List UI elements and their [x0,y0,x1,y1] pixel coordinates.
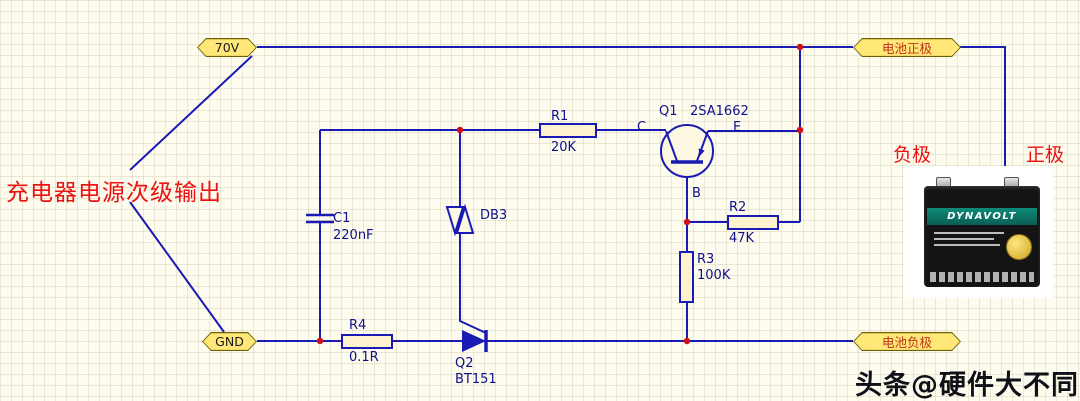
q1-value: 2SA1662 [690,104,749,119]
wire-db3-branch[interactable] [459,130,487,334]
resistor-r4-body[interactable] [341,334,393,349]
junction-dot [683,337,691,345]
callout-line-top [129,55,253,171]
wire-battery-positive[interactable] [960,46,1006,184]
c1-value: 220nF [333,228,374,243]
port-70v-label: 70V [214,40,240,55]
port-battery-positive-label: 电池正极 [881,41,932,56]
port-shape-fill [854,333,960,350]
port-shape-fill [198,39,256,56]
charger-output-heading: 充电器电源次级输出 [6,180,222,205]
port-gnd[interactable]: GND [202,332,257,351]
q1-pin-b-label: B [692,186,701,201]
battery-positive-terminal-label: 正极 [1026,145,1065,166]
scr-q2-triangle[interactable] [462,330,486,352]
resistor-r3-body[interactable] [679,251,694,303]
junction-dot [796,43,804,51]
callout-line-bottom [129,201,225,333]
diac-db3-symbol[interactable] [445,203,475,237]
resistor-r2-body[interactable] [727,215,779,230]
junction-dot [796,126,804,134]
battery-label-line [934,238,994,240]
r2-value: 47K [729,231,755,246]
r2-designator: R2 [729,200,747,215]
battery-small-print [930,272,1034,282]
q1-pin-c-label: C [637,120,647,135]
port-70v[interactable]: 70V [197,38,257,57]
db3-designator: DB3 [480,208,508,223]
q1-pin-e-label: E [733,120,742,135]
battery-label-line [934,232,1004,234]
junction-dot [316,337,324,345]
port-battery-positive[interactable]: 电池正极 [853,38,961,57]
port-shape-fill [203,333,256,350]
r1-designator: R1 [551,109,569,124]
battery-brand-band: DYNAVOLT [927,208,1037,225]
battery-image: DYNAVOLT [903,166,1053,298]
battery-label-line [934,244,1000,246]
resistor-r1-body[interactable] [539,123,597,138]
q1-designator: Q1 [659,104,678,119]
r1-value: 20K [551,140,577,155]
r3-value: 100K [697,268,731,283]
battery-body: DYNAVOLT [924,186,1040,287]
junction-dot [456,126,464,134]
transistor-q1-emitter-lead [696,130,709,162]
transistor-q1-body[interactable] [660,124,714,178]
port-battery-negative-label: 电池负极 [881,335,932,350]
r4-designator: R4 [349,318,367,333]
battery-brand-text: DYNAVOLT [947,211,1017,222]
r4-value: 0.1R [349,350,379,365]
battery-negative-terminal-label: 负极 [893,145,932,166]
c1-designator: C1 [333,211,351,226]
capacitor-c1-plates[interactable] [306,213,334,224]
transistor-q1-collector-lead [665,130,678,162]
q2-value: BT151 [455,372,497,387]
port-gnd-label: GND [215,334,244,349]
q2-designator: Q2 [455,356,474,371]
port-shape-fill [854,39,960,56]
junction-dot [683,218,691,226]
r3-designator: R3 [697,252,715,267]
battery-seal-badge [1006,234,1032,260]
port-battery-negative[interactable]: 电池负极 [853,332,961,351]
transistor-q1-emitter-arrow [698,148,705,157]
watermark-text: 头条@硬件大不同 [855,370,1079,401]
